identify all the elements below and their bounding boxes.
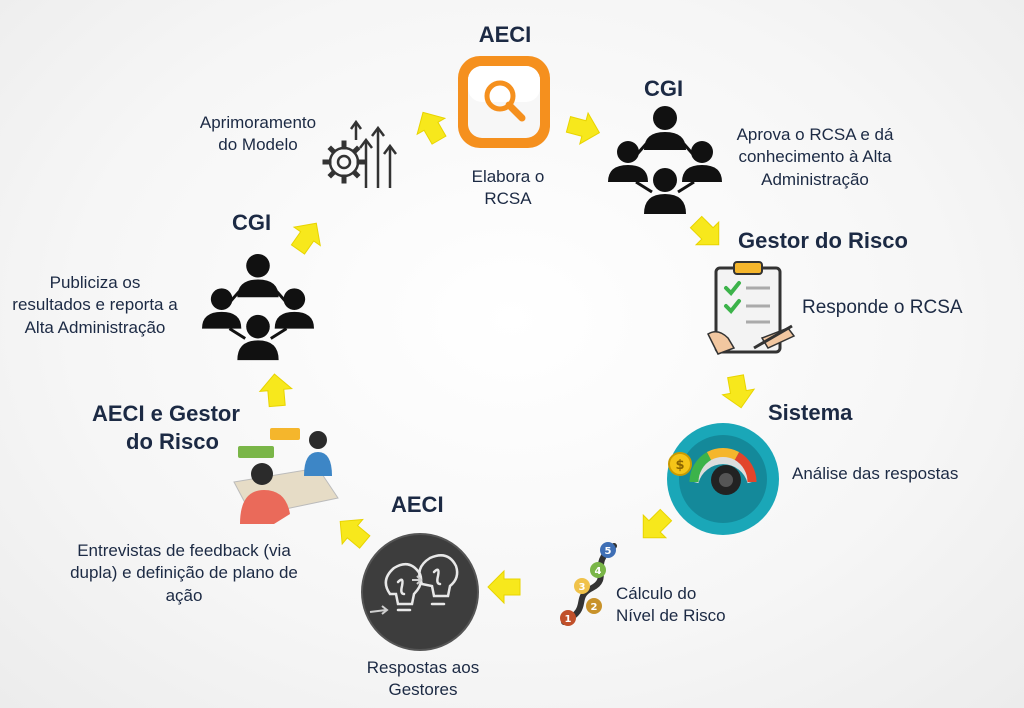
step7-desc-line2: dupla) e definição de plano de: [70, 563, 298, 583]
clipboard-checklist-icon: [707, 261, 796, 355]
risk-level-steps-icon: 1 2 3 4 5: [560, 542, 617, 626]
step2-desc-line3: Administração: [761, 169, 869, 189]
step7-desc-line3: ação: [165, 585, 203, 605]
step1-desc: Elabora o RCSA: [448, 166, 568, 211]
step3-title: Gestor do Risco: [738, 228, 908, 253]
step6-desc-line2: Gestores: [388, 680, 458, 700]
risk-level-2: 2: [591, 602, 598, 613]
risk-gauge-icon: $: [667, 423, 779, 535]
people-network-icon: [202, 253, 314, 361]
step2-desc-line2: conhecimento à Alta: [738, 147, 892, 167]
step5-desc-line2: Nível de Risco: [616, 606, 726, 626]
step4-desc: Análise das respostas: [792, 463, 958, 485]
step1-desc-line2: RCSA: [484, 189, 532, 209]
step3-desc-line1: Responde o RCSA: [802, 297, 963, 318]
step7-desc-line1: Entrevistas de feedback (via: [77, 541, 291, 560]
cycle-arrow-6: [487, 570, 521, 604]
step7-desc: Entrevistas de feedback (via dupla) e de…: [46, 540, 322, 607]
step1-title: AECI: [478, 22, 532, 47]
step8-desc-line3: Alta Administração: [24, 317, 166, 337]
step2-desc-line1: Aprova o RCSA e dá: [736, 125, 894, 144]
risk-level-4: 4: [595, 566, 602, 577]
step6-desc: Respostas aos Gestores: [348, 657, 498, 702]
step6-title: AECI: [391, 492, 444, 517]
step2-title: CGI: [644, 76, 684, 101]
step8-desc-line2: resultados e reporta a: [12, 295, 178, 315]
gear-arrows-up-icon: [322, 119, 397, 188]
risk-level-1: 1: [565, 614, 572, 625]
step7-title-line2: do Risco: [126, 429, 219, 455]
step9-desc: Aprimoramento do Modelo: [188, 112, 328, 157]
step6-desc-line1: Respostas aos: [366, 658, 480, 677]
cycle-arrow-1: [408, 103, 454, 149]
step8-title: CGI: [232, 210, 272, 235]
risk-level-3: 3: [579, 582, 586, 593]
step9-desc-line2: do Modelo: [218, 135, 298, 155]
people-network-icon: [608, 106, 722, 214]
meeting-people-icon: [233, 428, 339, 524]
step4-desc-line1: Análise das respostas: [792, 464, 959, 483]
step7-title: AECI e Gestor do Risco: [92, 400, 240, 456]
cycle-arrow-2: [563, 108, 605, 149]
cycle-arrow-8: [257, 372, 294, 408]
lightbulbs-chalkboard-icon: [361, 533, 479, 651]
step9-desc-line1: Aprimoramento: [199, 113, 317, 132]
step4-title: Sistema: [768, 400, 853, 425]
magnifier-icon: [458, 56, 550, 148]
svg-text:$: $: [675, 458, 684, 473]
step8-desc-line1: Publiciza os: [49, 273, 141, 292]
step8-desc: Publiciza os resultados e reporta a Alta…: [2, 272, 188, 339]
cycle-arrow-4: [719, 372, 758, 412]
step3-desc: Responde o RCSA: [802, 295, 963, 320]
step2-desc: Aprova o RCSA e dá conhecimento à Alta A…: [730, 124, 900, 191]
step5-desc-line1: Cálculo do: [616, 584, 697, 603]
risk-level-5: 5: [605, 546, 612, 557]
step5-desc: Cálculo do Nível de Risco: [616, 583, 726, 628]
step1-desc-line1: Elabora o: [471, 167, 545, 186]
step7-title-line1: AECI e Gestor: [92, 401, 240, 426]
